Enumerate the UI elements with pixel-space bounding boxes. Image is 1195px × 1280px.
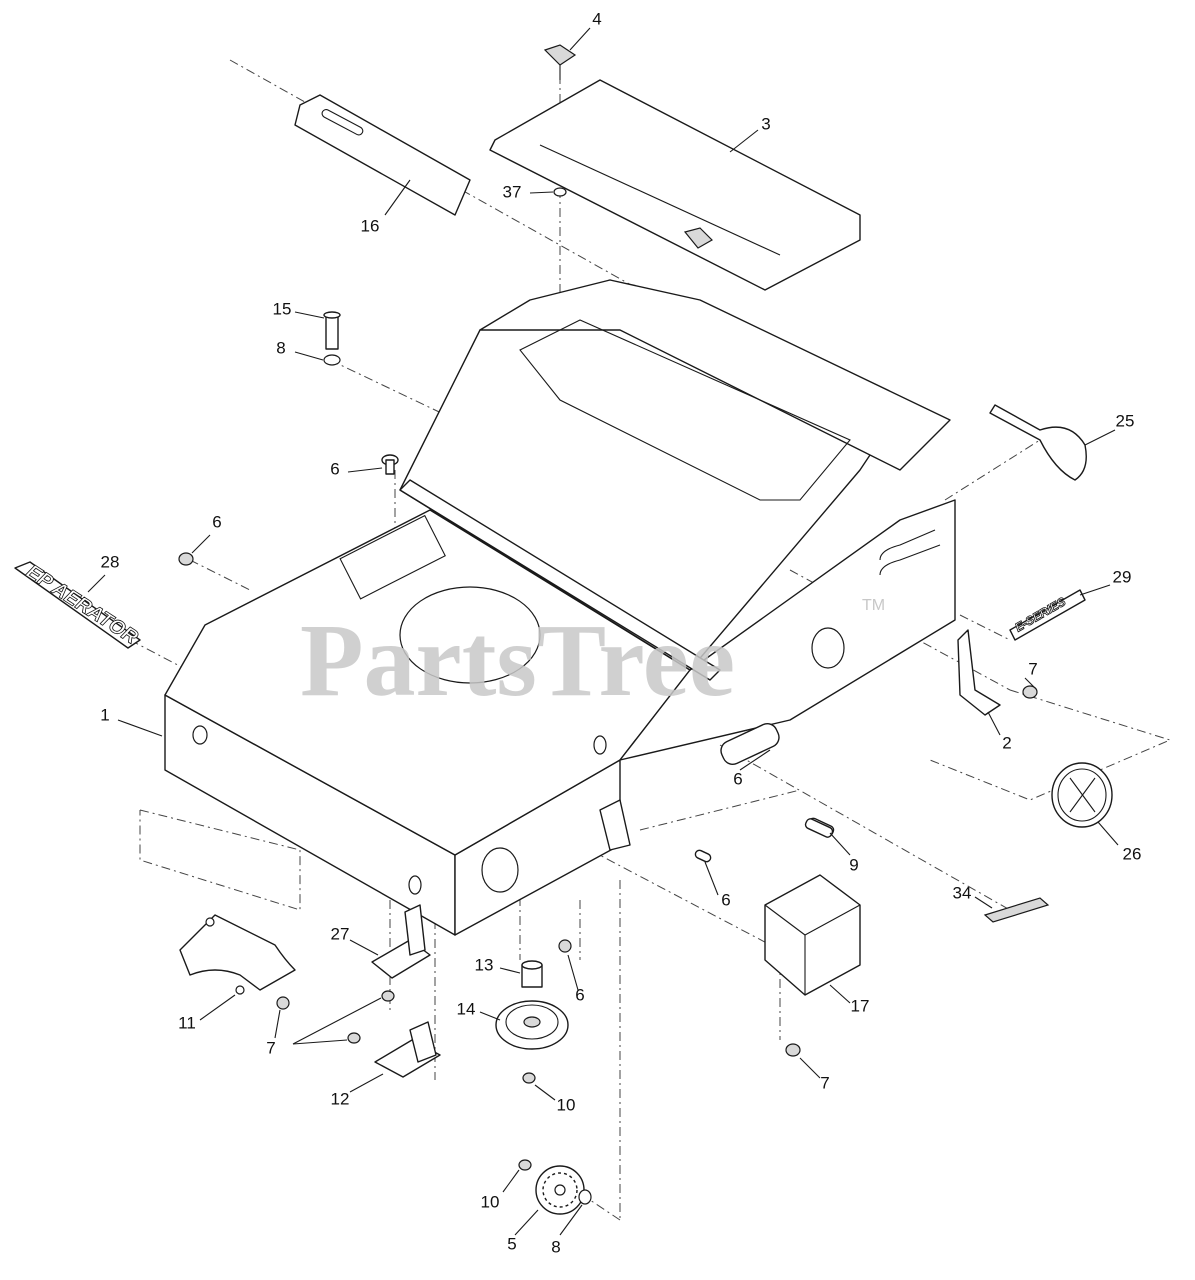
callout-6-mid: 6 [733, 769, 742, 788]
watermark: PartsTree TM [300, 597, 885, 718]
rod [989, 404, 1087, 481]
callout-6-top: 6 [330, 459, 339, 478]
callout-10-bottom: 10 [481, 1192, 500, 1211]
bolt-left [178, 552, 194, 566]
callout-37: 37 [503, 182, 522, 201]
callout-6-bottom: 6 [575, 985, 584, 1004]
callout-13: 13 [475, 955, 494, 974]
pin-top [381, 454, 399, 475]
bracket-27 [371, 904, 431, 979]
pin-9 [804, 818, 834, 838]
callout-17: 17 [851, 996, 870, 1015]
callout-11: 11 [178, 1013, 196, 1032]
washer-37 [553, 187, 567, 197]
callout-3: 3 [761, 114, 770, 133]
callout-25: 25 [1116, 411, 1135, 430]
decal-34 [983, 897, 1050, 923]
callout-28: 28 [101, 552, 120, 571]
callout-6-left: 6 [212, 512, 221, 531]
nut-7-b [347, 1032, 361, 1044]
round-decal [1051, 762, 1113, 828]
callout-26: 26 [1123, 844, 1142, 863]
callout-29: 29 [1113, 567, 1132, 586]
washer-10-a [522, 1072, 536, 1084]
callouts: 4 3 16 37 15 8 25 6 6 28 29 7 1 2 6 9 26… [100, 9, 1141, 1256]
callout-7-shield: 7 [820, 1073, 829, 1092]
bolt-15 [323, 311, 341, 350]
leader-lines [87, 27, 1119, 1236]
callout-9: 9 [849, 855, 858, 874]
callout-7-right: 7 [1028, 659, 1037, 678]
pin-lower [694, 849, 712, 863]
callout-2: 2 [1002, 733, 1011, 752]
knob [543, 44, 577, 80]
callout-34: 34 [953, 883, 972, 902]
bracket-2 [957, 629, 1001, 716]
watermark-trademark: TM [862, 597, 885, 614]
callout-1: 1 [100, 705, 109, 724]
knob-lower [683, 227, 713, 249]
callout-8-top: 8 [276, 338, 285, 357]
aerator-decal: EP AERATOR [14, 560, 142, 649]
callout-8-bottom: 8 [551, 1237, 560, 1256]
washer-8-lower [578, 1189, 592, 1205]
bolt-lower [558, 939, 572, 953]
washer-10-b [518, 1159, 532, 1171]
callout-7-left: 7 [266, 1038, 275, 1057]
washer-8-top [323, 354, 341, 366]
pulley [495, 1000, 569, 1050]
mount-bracket [179, 914, 296, 995]
nut-7-bracket [276, 996, 290, 1010]
callout-14: 14 [457, 999, 476, 1018]
callout-16: 16 [361, 216, 380, 235]
sprocket [535, 1165, 585, 1215]
nut-7-right [1022, 685, 1038, 699]
callout-27: 27 [331, 924, 350, 943]
callout-4: 4 [592, 9, 601, 28]
nut-7-shield [785, 1043, 801, 1057]
aerator-decal-text: EP AERATOR [22, 561, 142, 649]
plate [294, 94, 471, 216]
series-decal: E-SERIES [1009, 589, 1086, 641]
watermark-text: PartsTree [300, 603, 735, 718]
callout-12: 12 [331, 1089, 350, 1108]
callout-15: 15 [273, 299, 292, 318]
spacer [521, 960, 543, 988]
callout-6-lower: 6 [721, 890, 730, 909]
callout-5: 5 [507, 1234, 516, 1253]
bracket-12 [374, 1021, 441, 1078]
callout-10-top: 10 [557, 1095, 576, 1114]
frame-assembly [164, 279, 956, 936]
cover-plate [489, 79, 861, 291]
shield [764, 874, 861, 996]
nut-7-a [381, 990, 395, 1002]
